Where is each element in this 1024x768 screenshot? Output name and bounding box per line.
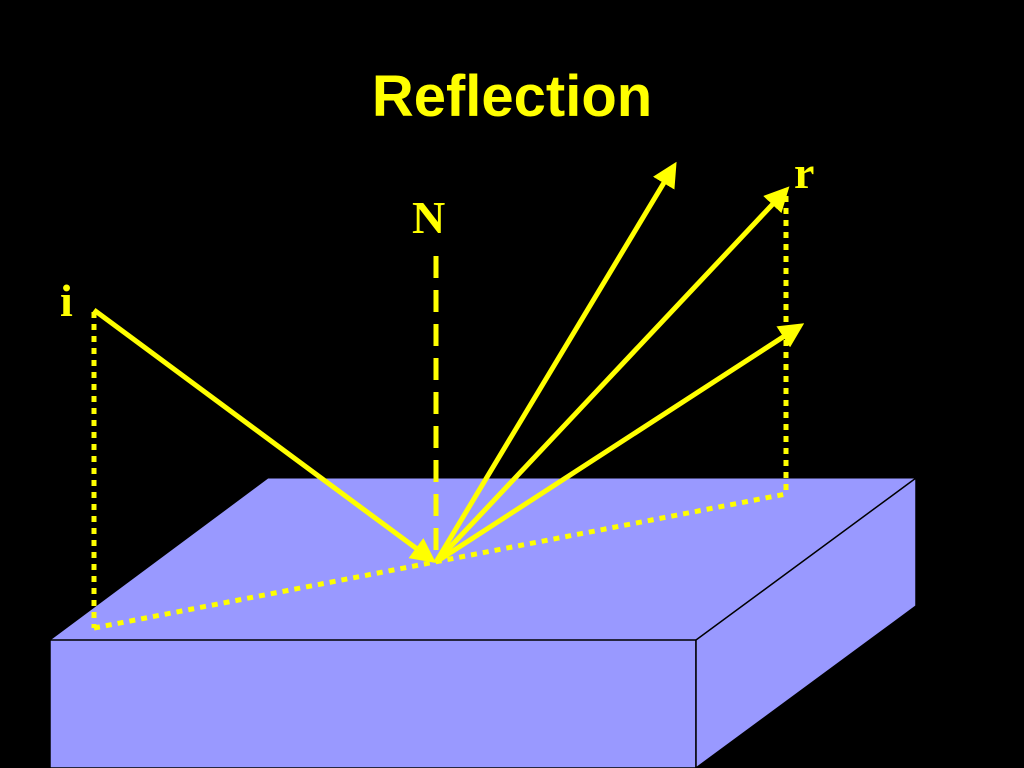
reflecting-surface bbox=[48, 476, 918, 768]
normal-label: N bbox=[412, 192, 445, 243]
incident-label: i bbox=[60, 275, 73, 326]
surface-side-face bbox=[695, 476, 917, 768]
surface-front-face bbox=[49, 639, 697, 768]
reflected-ray-shallow bbox=[434, 323, 805, 565]
reflected-ray-steep bbox=[433, 161, 677, 564]
slide-title: Reflection bbox=[371, 64, 653, 129]
reflected-label: r bbox=[794, 147, 814, 198]
reflected-rays bbox=[433, 161, 805, 565]
incident-ray bbox=[92, 307, 437, 563]
reflected-ray-main bbox=[434, 186, 790, 564]
